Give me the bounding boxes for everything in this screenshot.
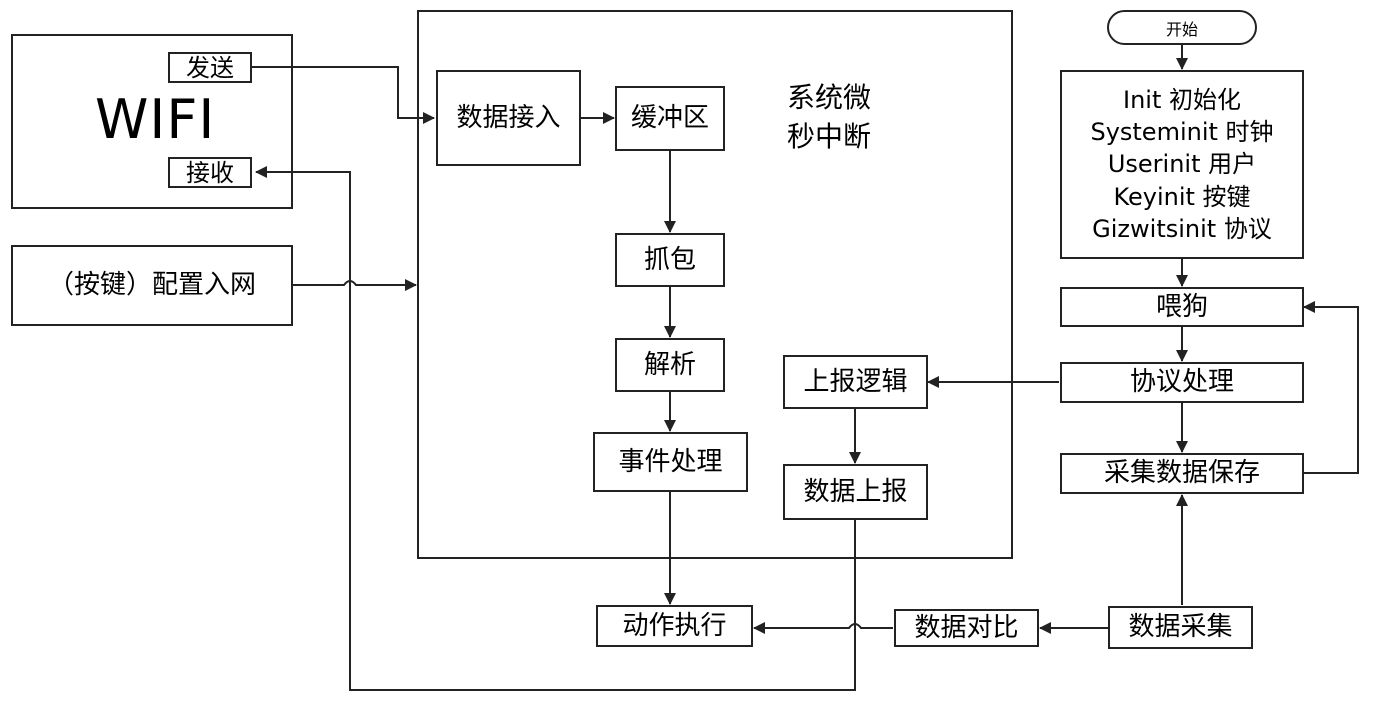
- init-line-3: Userinit 用户: [1107, 150, 1257, 179]
- isr-title-line1: 系统微: [787, 81, 872, 114]
- wifi-title: WIFI: [95, 88, 216, 151]
- isr-frame: [417, 10, 1013, 559]
- watchdog-box: 喂狗: [1060, 287, 1304, 327]
- compare-box: 数据对比: [894, 609, 1039, 647]
- save-box: 采集数据保存: [1060, 453, 1304, 494]
- init-line-1: Init 初始化: [1123, 85, 1241, 114]
- isr-title: 系统微 秒中断: [787, 78, 871, 156]
- action-box: 动作执行: [596, 605, 753, 647]
- collect-box: 数据采集: [1108, 606, 1253, 649]
- arrow-report-to-receive: [255, 166, 856, 691]
- isr-title-line2: 秒中断: [787, 120, 872, 154]
- wifi-receive-box: 接收: [168, 157, 252, 188]
- init-line-4: Keyinit 按键: [1113, 182, 1251, 211]
- buffer-box: 缓冲区: [615, 86, 725, 151]
- init-box: Init 初始化 Systeminit 时钟 Userinit 用户 Keyin…: [1060, 70, 1304, 259]
- init-line-5: Gizwitsinit 协议: [1092, 215, 1272, 244]
- parse-box: 解析: [615, 338, 725, 392]
- arrow-compare-to-action: [753, 622, 893, 634]
- wifi-module: [11, 34, 293, 209]
- start-terminal: 开始: [1107, 10, 1257, 45]
- event-box: 事件处理: [593, 432, 748, 492]
- arrow-send-to-datain: [252, 66, 435, 124]
- config-network-box: （按键）配置入网: [11, 245, 293, 326]
- arrow-save-loop-to-watchdog: [1303, 301, 1359, 474]
- data-in-box: 数据接入: [436, 70, 581, 166]
- capture-box: 抓包: [615, 233, 725, 287]
- data-report-box: 数据上报: [783, 464, 928, 520]
- init-line-2: Systeminit 时钟: [1090, 117, 1274, 146]
- report-logic-box: 上报逻辑: [783, 355, 928, 409]
- wifi-send-box: 发送: [168, 52, 252, 83]
- protocol-box: 协议处理: [1060, 362, 1304, 403]
- arrow-config-to-isr: [293, 279, 417, 291]
